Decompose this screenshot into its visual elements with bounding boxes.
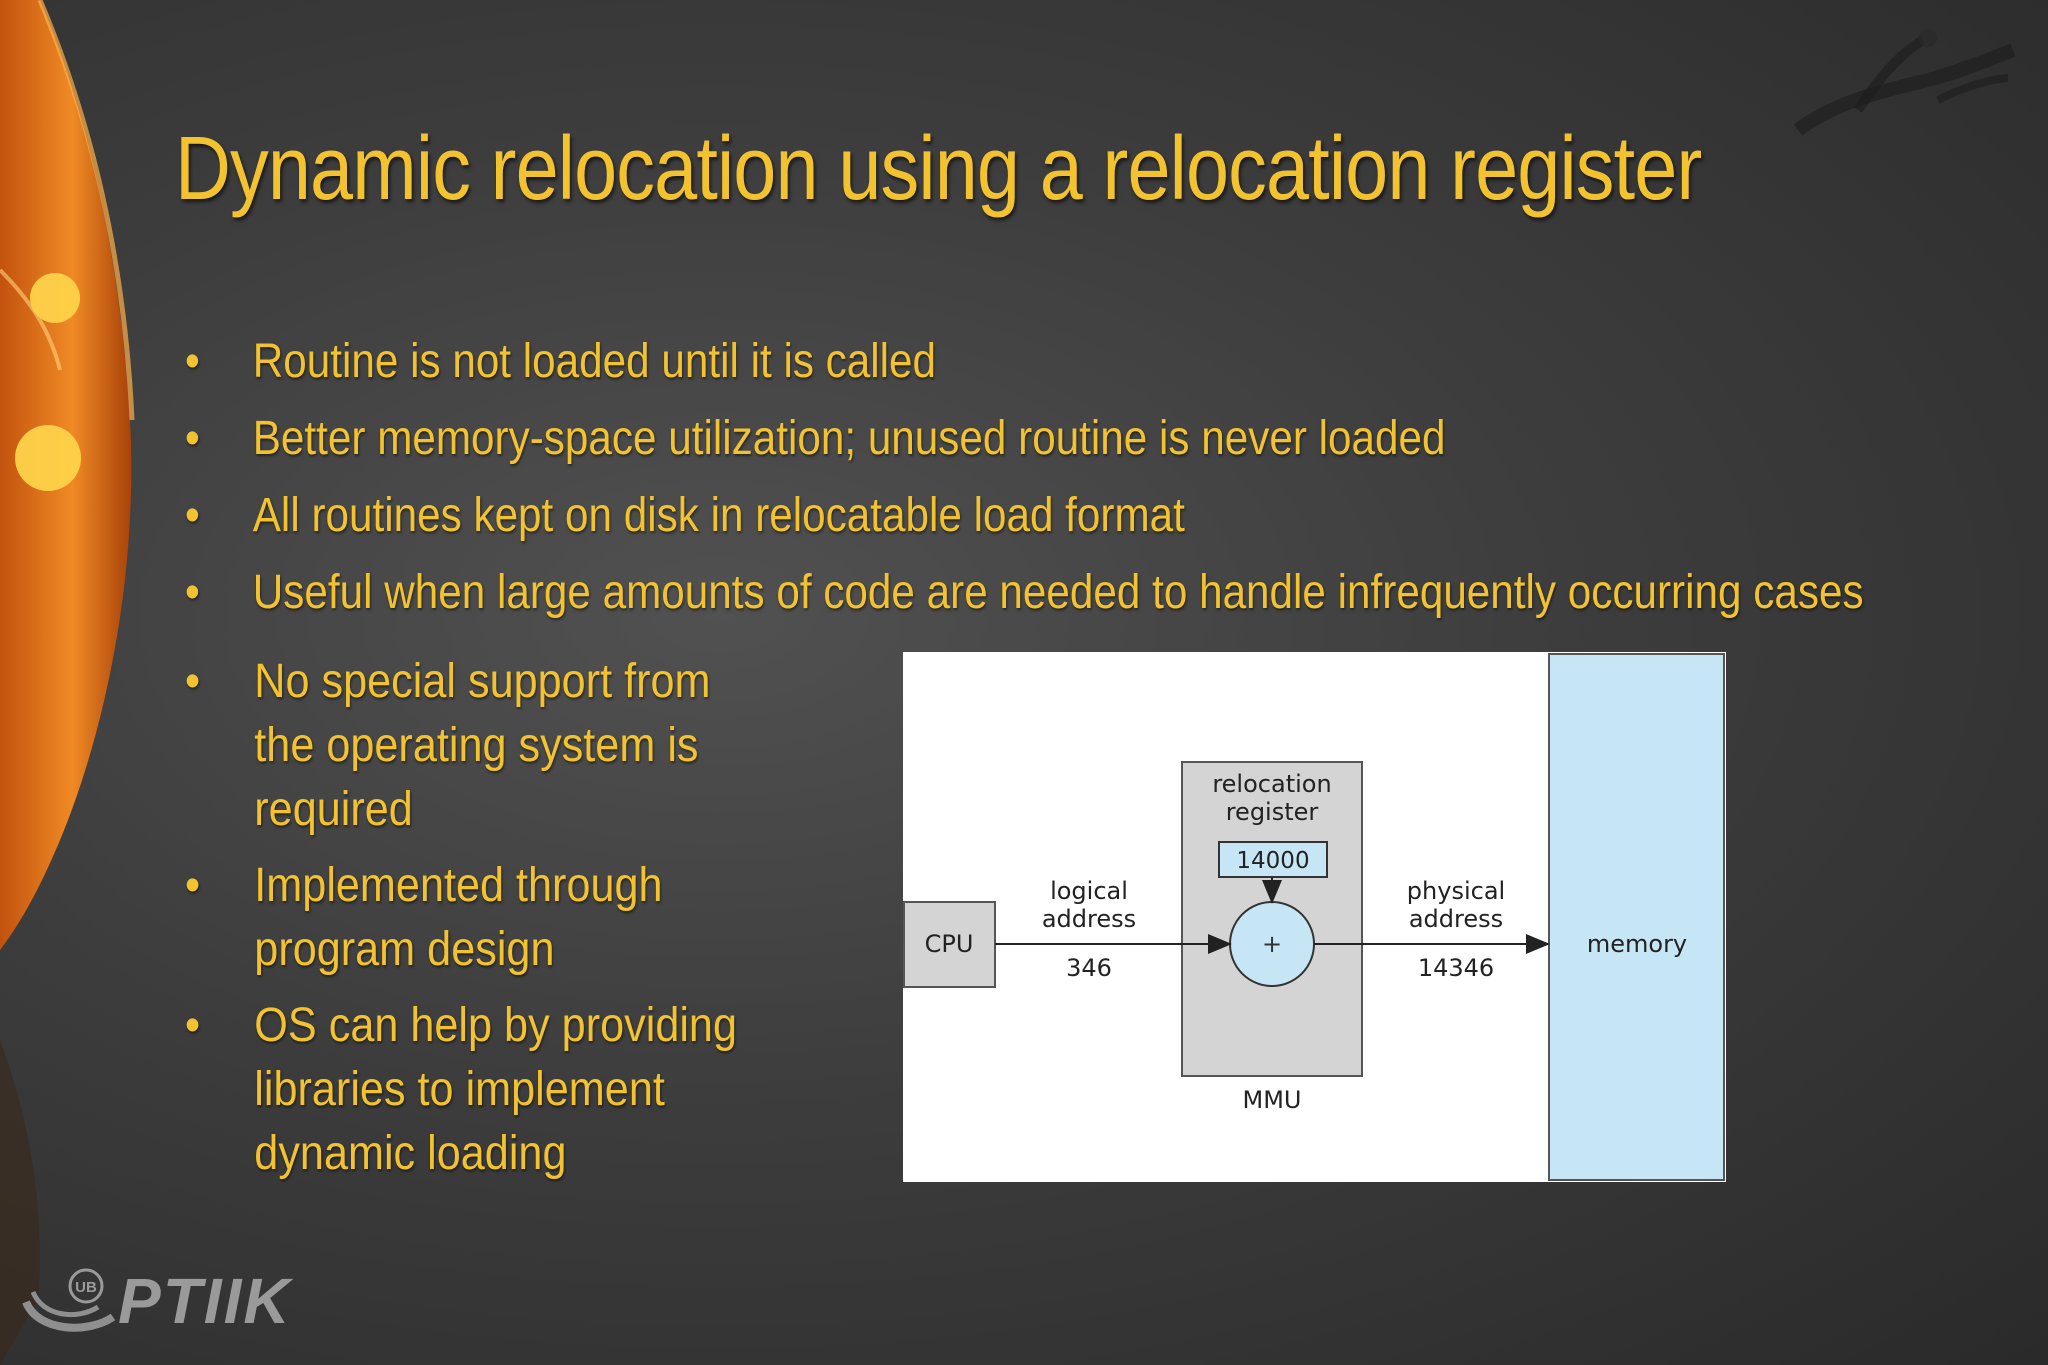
physical-address-value: 14346 [1418, 954, 1494, 982]
memory-label: memory [1587, 930, 1687, 958]
bullet-dot: • [185, 412, 200, 465]
ub-corner-logo-icon [1793, 29, 2016, 136]
ub-swoosh-icon: UB [22, 1268, 116, 1332]
relocation-register-value: 14000 [1236, 848, 1309, 874]
memory-block [1548, 653, 1725, 1181]
bullet-text: Implemented through program design [254, 859, 663, 976]
logical-address-value: 346 [1066, 954, 1112, 982]
bullet-text: Useful when large amounts of code are ne… [252, 566, 1864, 619]
logical-address-label-line1: logical [1050, 877, 1128, 905]
bullet-list-left: • No special support from the operating s… [185, 650, 825, 1198]
physical-address-label-line2: address [1409, 905, 1503, 933]
slide-title: Dynamic relocation using a relocation re… [175, 119, 1702, 219]
cpu-label: CPU [925, 930, 974, 958]
bullet-text: Better memory-space utilization; unused … [252, 412, 1446, 465]
logo-badge: UB [75, 1279, 97, 1296]
orange-swirl-decoration [0, 0, 135, 1365]
bullet-item: • Useful when large amounts of code are n… [185, 561, 1864, 625]
bullet-text: No special support from the operating sy… [254, 655, 711, 836]
bullet-item: • Routine is not loaded until it is calle… [185, 330, 1813, 394]
bullet-item: • Implemented through program design [185, 854, 761, 982]
plus-icon: + [1262, 930, 1282, 958]
physical-address-label-line1: physical [1407, 877, 1505, 905]
bullet-dot: • [185, 999, 201, 1052]
bullet-item: • Better memory-space utilization; unused… [185, 407, 1813, 471]
bullet-text: All routines kept on disk in relocatable… [252, 489, 1185, 542]
bullet-item: • No special support from the operating s… [185, 650, 761, 842]
bullet-dot: • [185, 335, 200, 388]
relocation-diagram: memory CPU relocation register 14000 + l… [903, 652, 1726, 1182]
bullet-item: • All routines kept on disk in relocatabl… [185, 484, 1813, 548]
bullet-list-top: • Routine is not loaded until it is calle… [185, 330, 2035, 638]
bullet-dot: • [185, 859, 201, 912]
bullet-dot: • [185, 655, 201, 708]
logical-address-label-line2: address [1042, 905, 1136, 933]
bullet-text: Routine is not loaded until it is called [252, 335, 937, 388]
cpu-box [903, 901, 996, 988]
bullet-item: • OS can help by providing libraries to i… [185, 994, 761, 1186]
relocation-register-label-line1: relocation [1212, 770, 1331, 798]
bullet-dot: • [185, 566, 200, 619]
relocation-register-label-line2: register [1226, 798, 1319, 826]
bullet-text: OS can help by providing libraries to im… [254, 999, 737, 1180]
mmu-label: MMU [1243, 1086, 1302, 1114]
ptiik-logo: UB PTIIK [18, 1262, 338, 1352]
logo-text: PTIIK [118, 1265, 292, 1337]
bullet-dot: • [185, 489, 200, 542]
